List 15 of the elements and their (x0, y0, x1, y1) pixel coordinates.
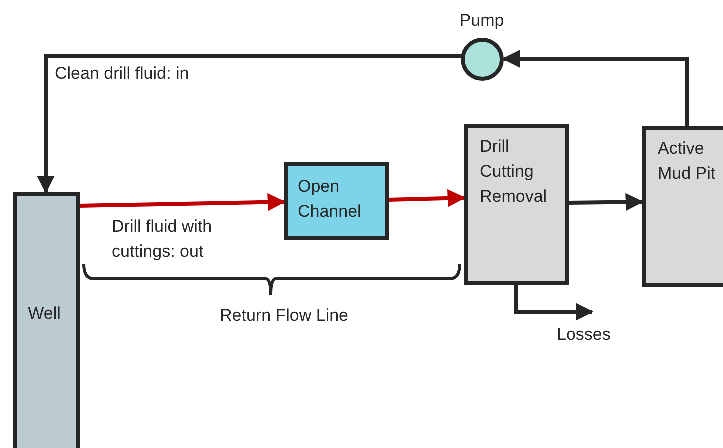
well-box (13, 192, 80, 448)
arrow (568, 193, 644, 212)
node-label: Drill Cutting Removal (480, 136, 548, 208)
process-box (284, 162, 389, 240)
node-label: Well (27, 303, 62, 325)
process-box (464, 124, 569, 285)
arrow (388, 189, 466, 208)
arrow (37, 54, 461, 194)
tank-box (642, 126, 723, 287)
pump-circle (461, 38, 504, 81)
node-label: Active Mud Pit (658, 138, 717, 185)
arrow (502, 50, 689, 126)
node-label: Open Channel (298, 176, 362, 223)
arrow (514, 285, 594, 321)
arrow (80, 193, 286, 212)
